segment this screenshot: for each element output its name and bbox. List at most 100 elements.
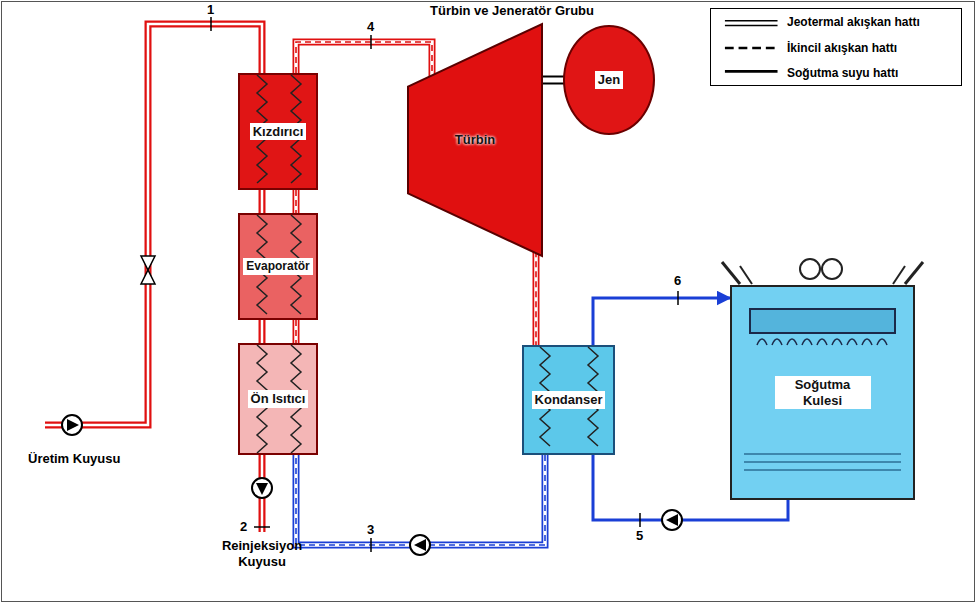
callout-number: 1 [207,2,214,18]
shaft [541,76,564,85]
node-text-group: Jen [595,71,623,89]
pump-symbol [662,510,682,530]
louver [740,266,752,284]
pump-arrow [414,539,426,551]
pump-symbol [62,415,82,435]
node-label: Evaporatör [243,258,312,274]
pipe-connector [541,80,564,81]
node-label: Jen [595,71,623,89]
point-tick [210,17,212,31]
geothermal-pipe [259,320,266,343]
callout-number: 6 [674,273,681,289]
heat-exchanger-box: Kızdırıcı [238,73,318,190]
fan-symbol [822,259,842,279]
secondary-pipe-core [534,251,538,345]
geothermal-pipe-core [261,190,264,213]
pump-arrow [666,514,678,526]
geothermal-pipe [45,24,262,425]
spray-nozzle [802,339,812,345]
spray-nozzle [787,339,797,345]
secondary-dash [295,190,297,213]
legend-sample [725,25,778,26]
spray-nozzle [832,339,842,345]
well-label: Reinjeksiyon Kuyusu [205,538,319,569]
node-text-group: Evaporatör [243,258,312,274]
turbine-shape: Türbin [408,24,542,256]
point-tick [370,35,372,49]
heat-exchanger-box: Evaporatör [238,213,318,320]
node-label: Kondanser [532,391,606,409]
node-text-group: Soğutma Kulesi [775,376,871,409]
secondary-dash [296,455,545,545]
fan-symbol [800,259,820,279]
secondary-dash [535,251,537,345]
legend-text: Jeotermal akışkan hattı [787,15,920,29]
pipe-connector [262,320,296,343]
cooling-pipe [593,298,730,345]
callout-number: 5 [636,528,643,544]
legend-text: Soğutma suyu hattı [787,66,898,80]
legend-text: İkincil akışkan hattı [787,41,897,55]
node-label: Ön Isıtıcı [248,390,309,408]
heat-exchanger-box: Ön Isıtıcı [238,343,318,455]
node-text-group: Kızdırıcı [250,123,307,141]
water-level [744,461,901,463]
point-tick [677,291,679,305]
node-text-group: Ön Isıtıcı [248,390,309,408]
group-title: Türbin ve Jeneratör Grubu [430,3,594,19]
legend-sample [725,20,778,21]
point-tick [254,526,270,528]
callout-number: 2 [240,519,247,535]
spray-nozzle [847,339,857,345]
legend-box: Jeotermal akışkan hattıİkincil akışkan h… [710,8,962,86]
shaft-core [541,78,564,83]
point-tick [639,513,641,527]
secondary-dash [295,320,297,343]
well-label: Üretim Kuyusu [28,451,120,467]
callout-number: 3 [367,522,374,538]
secondary-pipe [293,190,300,213]
louver [893,266,905,284]
pump-arrow [67,419,79,431]
spray-nozzle [862,339,872,345]
spray-nozzle [772,339,782,345]
point-tick [370,538,372,552]
node-label: Türbin [452,131,498,149]
pipe-connector [296,455,545,545]
cooling-tower: Soğutma Kulesi [730,285,915,500]
valve-symbol [141,270,155,284]
water-level [744,453,901,455]
condenser-box: Kondanser [522,345,615,455]
node-label: Kızdırıcı [250,123,307,141]
secondary-pipe-core [294,320,298,343]
louver [722,262,740,284]
secondary-pipe-core [294,190,298,213]
secondary-pipe [296,455,545,545]
callout-number: 4 [367,19,374,35]
node-text-group: Kondanser [532,391,606,409]
spray-nozzle [757,339,767,345]
water-level [744,469,901,471]
pump-arrow [256,483,268,495]
geothermal-pipe-core [261,320,264,343]
valve-symbol [141,256,155,270]
spray-nozzle [877,339,887,345]
spray-header [750,309,895,333]
louver [905,262,923,284]
secondary-pipe [533,251,540,345]
secondary-pipe-core [296,455,545,545]
node-text-group: Türbin [452,131,498,149]
turbine-outline [408,24,542,256]
secondary-pipe [293,320,300,343]
pipe-connector [262,190,296,213]
geothermal-pipe [259,190,266,213]
pipe-connector [536,251,537,345]
pump-symbol [410,535,430,555]
generator-circle: Jen [563,25,655,135]
legend-sample [725,47,778,49]
legend-sample [725,70,778,73]
node-label: Soğutma Kulesi [775,376,871,409]
spray-nozzle [817,339,827,345]
pump-symbol [252,478,272,498]
geothermal-pipe-core [45,24,262,425]
